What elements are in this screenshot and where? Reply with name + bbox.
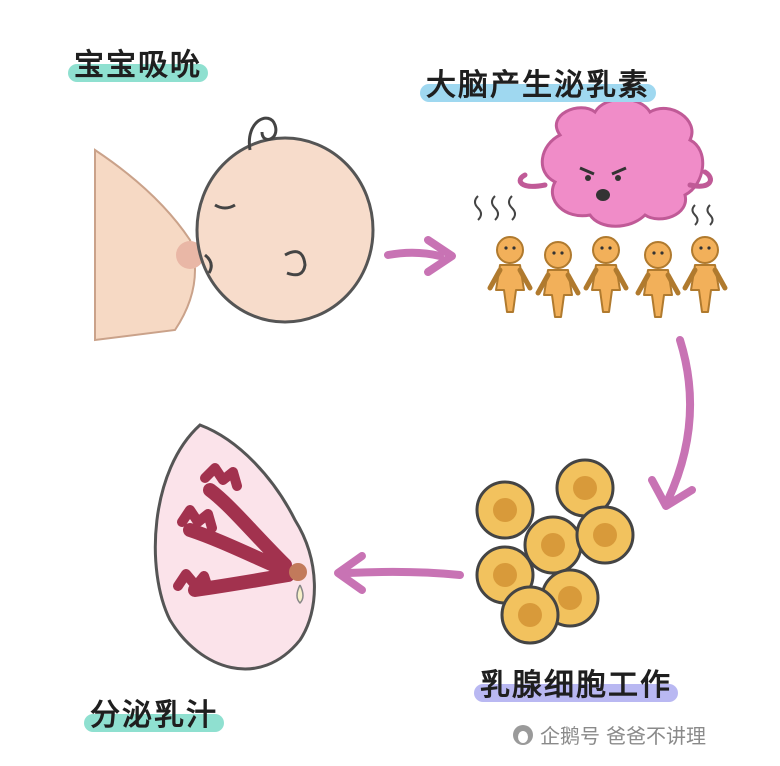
arrow-baby-to-brain [384,236,456,276]
breast-cross-section-illustration [153,423,316,671]
hormone-figures [487,236,728,318]
watermark: 企鹅号 爸爸不讲理 [512,720,706,749]
label-step3-text: 乳腺细胞工作 [480,668,672,703]
label-step4-text: 分泌乳汁 [90,698,218,733]
mammary-cell [500,585,560,645]
mammary-cell [575,505,635,565]
mammary-cells-illustration [475,458,635,645]
penguin-logo-icon [513,724,533,745]
mammary-cell [523,515,583,575]
watermark-platform: 企鹅号 [540,724,600,748]
hormone-figure [635,241,681,318]
hormone-figure [682,236,728,313]
brain-illustration [474,97,714,228]
label-step1-text: 宝宝吸吮 [74,48,202,83]
hormone-figure [583,236,629,313]
label-step2-text: 大脑产生泌乳素 [426,68,650,103]
arrow-brain-to-cells [648,336,696,510]
hormone-figure [535,241,581,318]
arrow-cells-to-breast [334,552,464,594]
baby-breastfeeding-illustration [94,116,375,342]
watermark-author: 爸爸不讲理 [606,724,706,748]
mammary-cell [475,480,535,540]
hormone-figure [487,236,533,313]
